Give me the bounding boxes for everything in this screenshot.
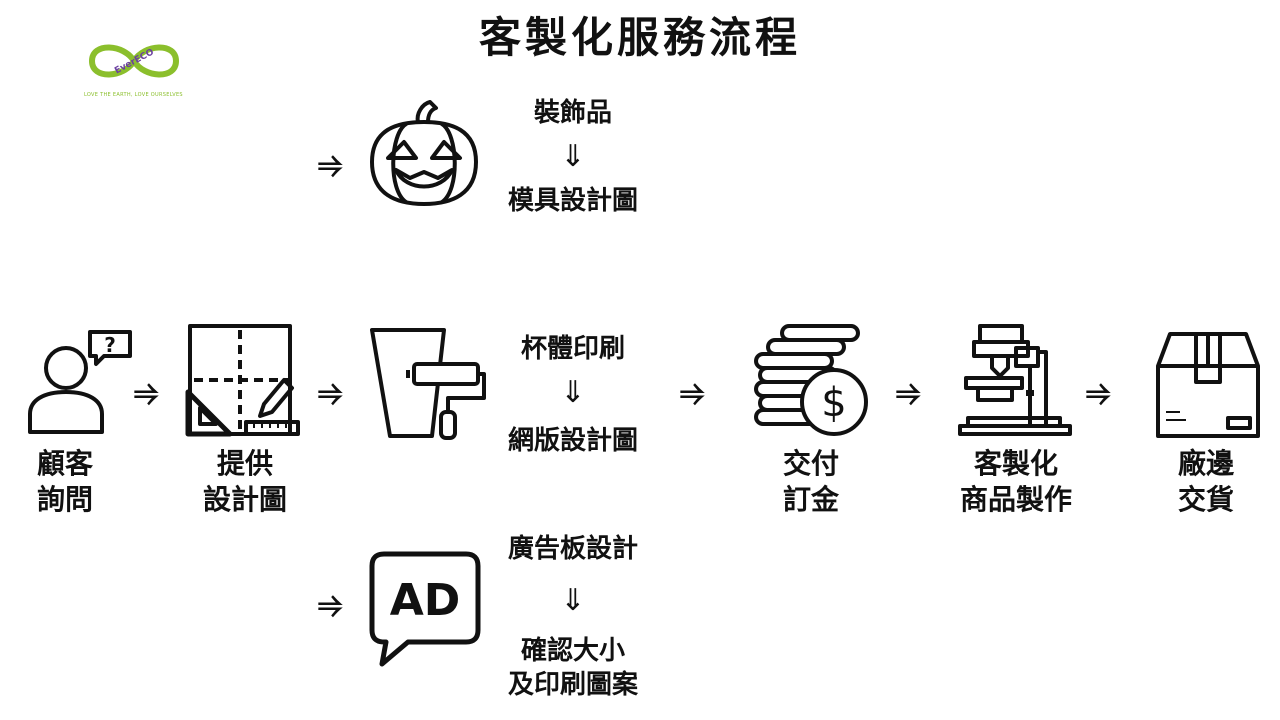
step-label: 顧客 詢問 (36, 447, 93, 516)
blueprint-ruler-icon (185, 324, 300, 437)
svg-text:$: $ (821, 380, 846, 426)
decor-bottom-label: 模具設計圖 (507, 186, 638, 216)
step-label: 提供 設計圖 (202, 447, 287, 516)
machine-press-icon (958, 324, 1072, 436)
coins-dollar-icon: $ (754, 324, 868, 436)
down-arrow: ⇓ (560, 375, 586, 410)
flow-arrow: ⥤ (318, 587, 342, 622)
cup-top-label: 杯體印刷 (520, 334, 625, 364)
down-arrow: ⇓ (560, 583, 586, 618)
ad-top-label: 廣告板設計 (507, 534, 638, 564)
infinity-logo-icon: EverECO (88, 44, 180, 78)
flow-arrow: ⥤ (1086, 375, 1110, 410)
pumpkin-icon (370, 100, 478, 206)
svg-text:?: ? (104, 333, 116, 357)
customer-question-icon: ? (28, 330, 132, 434)
ad-speech-bubble-icon: AD (369, 551, 481, 667)
step-label: 客製化 商品製作 (959, 447, 1072, 516)
ad-bottom-label: 確認大小 及印刷圖案 (507, 636, 638, 700)
ad-icon-text: AD (390, 575, 461, 626)
page-title: 客製化服務流程 (478, 13, 801, 62)
logo-tagline: LOVE THE EARTH, LOVE OURSELVES (84, 92, 183, 98)
flow-arrow: ⥤ (134, 375, 158, 410)
flow-arrow: ⥤ (318, 147, 342, 182)
flow-arrow: ⥤ (896, 375, 920, 410)
step-label: 廠邊 交貨 (1177, 447, 1234, 516)
logo: EverECO LOVE THE EARTH, LOVE OURSELVES (80, 36, 190, 100)
flow-arrow: ⥤ (680, 375, 704, 410)
cup-bottom-label: 網版設計圖 (507, 426, 638, 456)
cup-paint-roller-icon (370, 328, 486, 440)
decor-top-label: 裝飾品 (533, 98, 612, 128)
step-label: 交付 訂金 (782, 447, 839, 516)
flow-arrow: ⥤ (318, 375, 342, 410)
delivery-box-icon (1156, 332, 1260, 438)
down-arrow: ⇓ (560, 139, 586, 174)
